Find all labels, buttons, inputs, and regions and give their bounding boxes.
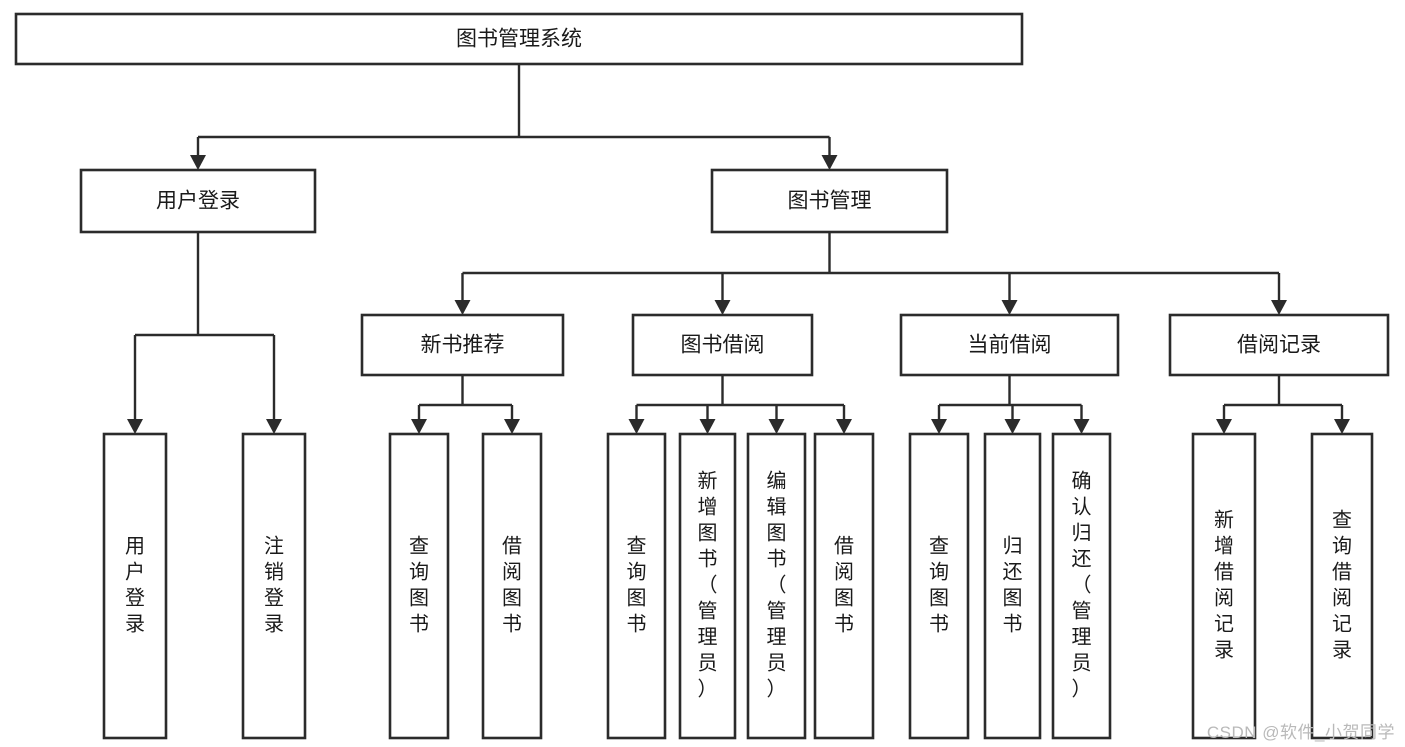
node-借阅记录[interactable]: 借阅记录	[1168, 313, 1390, 377]
node-label: 注销登录	[264, 535, 284, 636]
node-label: 新增借阅记录	[1214, 509, 1234, 662]
node-label: 新书推荐	[421, 334, 505, 357]
node-新增图书管理员[interactable]: 新增图书（管理员）	[678, 432, 737, 740]
node-查询图书[interactable]: 查询图书	[606, 432, 667, 740]
node-label: 借阅图书	[502, 535, 522, 636]
node-label: 新增图书（管理员）	[698, 470, 718, 701]
node-box[interactable]	[14, 12, 1024, 66]
node-box[interactable]	[1310, 432, 1374, 740]
edge-图书管理-to-借阅记录-arrowhead	[1271, 300, 1287, 315]
node-label: 图书管理系统	[456, 28, 582, 51]
node-label: 用户登录	[125, 536, 145, 636]
edge-当前借阅-to-查询图书-arrowhead	[931, 419, 947, 434]
node-label: 用户登录	[156, 190, 240, 213]
node-用户登录[interactable]: 用户登录	[79, 168, 317, 234]
node-box[interactable]	[1191, 432, 1257, 740]
node-box[interactable]	[606, 432, 667, 740]
edge-当前借阅-to-确认归还管理员-arrowhead	[1073, 419, 1090, 434]
node-label: 查询借阅记录	[1332, 509, 1352, 662]
node-box[interactable]	[241, 432, 307, 740]
node-box[interactable]	[983, 432, 1042, 740]
node-label: 图书借阅	[681, 334, 765, 357]
edge-图书管理-to-新书推荐-arrowhead	[454, 300, 471, 315]
node-layer: 图书管理系统用户登录用户登录注销登录图书管理新书推荐查询图书借阅图书图书借阅查询…	[14, 12, 1390, 740]
node-box[interactable]	[388, 432, 450, 740]
watermark-label: CSDN @软件_小贺同学	[1206, 723, 1395, 742]
node-box[interactable]	[1051, 432, 1112, 740]
connector-layer	[127, 64, 1350, 434]
node-查询借阅记录[interactable]: 查询借阅记录	[1310, 432, 1374, 740]
node-图书管理[interactable]: 图书管理	[710, 168, 949, 234]
edge-图书管理-to-当前借阅-arrowhead	[1001, 300, 1018, 315]
node-label: 借阅记录	[1237, 334, 1321, 357]
node-label: 查询图书	[627, 535, 647, 636]
edge-用户登录-to-用户登录-arrowhead	[127, 419, 143, 434]
node-编辑图书管理员[interactable]: 编辑图书（管理员）	[746, 432, 807, 740]
edge-新书推荐-to-借阅图书-arrowhead	[504, 419, 520, 434]
node-box[interactable]	[79, 168, 317, 234]
node-box[interactable]	[746, 432, 807, 740]
node-label: 编辑图书（管理员）	[767, 470, 787, 701]
node-label: 图书管理	[788, 190, 872, 213]
edge-图书管理系统-to-用户登录-arrowhead	[190, 155, 206, 170]
node-图书管理系统[interactable]: 图书管理系统	[14, 12, 1024, 66]
edge-图书借阅-to-查询图书-arrowhead	[628, 419, 645, 434]
edge-图书管理-to-图书借阅-arrowhead	[714, 300, 731, 315]
edge-新书推荐-to-查询图书-arrowhead	[411, 419, 427, 434]
node-label: 当前借阅	[968, 334, 1052, 357]
node-box[interactable]	[899, 313, 1120, 377]
edge-图书借阅-to-编辑图书管理员-arrowhead	[768, 419, 785, 434]
edge-用户登录-to-注销登录-arrowhead	[266, 419, 282, 434]
edge-当前借阅-to-归还图书-arrowhead	[1004, 419, 1021, 434]
node-图书借阅[interactable]: 图书借阅	[631, 313, 814, 377]
node-label: 归还图书	[1003, 535, 1023, 636]
node-借阅图书[interactable]: 借阅图书	[813, 432, 875, 740]
node-归还图书[interactable]: 归还图书	[983, 432, 1042, 740]
node-box[interactable]	[481, 432, 543, 740]
edge-图书管理系统-to-图书管理-arrowhead	[821, 155, 838, 170]
node-label: 查询图书	[929, 535, 949, 636]
node-box[interactable]	[678, 432, 737, 740]
node-label: 确认归还（管理员）	[1072, 470, 1092, 701]
node-查询图书[interactable]: 查询图书	[908, 432, 970, 740]
node-box[interactable]	[631, 313, 814, 377]
node-box[interactable]	[908, 432, 970, 740]
edge-借阅记录-to-查询借阅记录-arrowhead	[1334, 419, 1350, 434]
edge-借阅记录-to-新增借阅记录-arrowhead	[1216, 419, 1232, 434]
edge-图书借阅-to-新增图书管理员-arrowhead	[699, 419, 716, 434]
node-box[interactable]	[710, 168, 949, 234]
node-借阅图书[interactable]: 借阅图书	[481, 432, 543, 740]
node-box[interactable]	[1168, 313, 1390, 377]
node-label: 查询图书	[409, 535, 429, 636]
node-注销登录[interactable]: 注销登录	[241, 432, 307, 740]
node-用户登录[interactable]: 用户登录	[102, 432, 168, 740]
edge-图书借阅-to-借阅图书-arrowhead	[836, 419, 852, 434]
node-确认归还管理员[interactable]: 确认归还（管理员）	[1051, 432, 1112, 740]
node-box[interactable]	[813, 432, 875, 740]
node-box[interactable]	[102, 432, 168, 740]
node-新书推荐[interactable]: 新书推荐	[360, 313, 565, 377]
node-新增借阅记录[interactable]: 新增借阅记录	[1191, 432, 1257, 740]
node-查询图书[interactable]: 查询图书	[388, 432, 450, 740]
node-label: 借阅图书	[834, 535, 854, 636]
node-box[interactable]	[360, 313, 565, 377]
node-当前借阅[interactable]: 当前借阅	[899, 313, 1120, 377]
